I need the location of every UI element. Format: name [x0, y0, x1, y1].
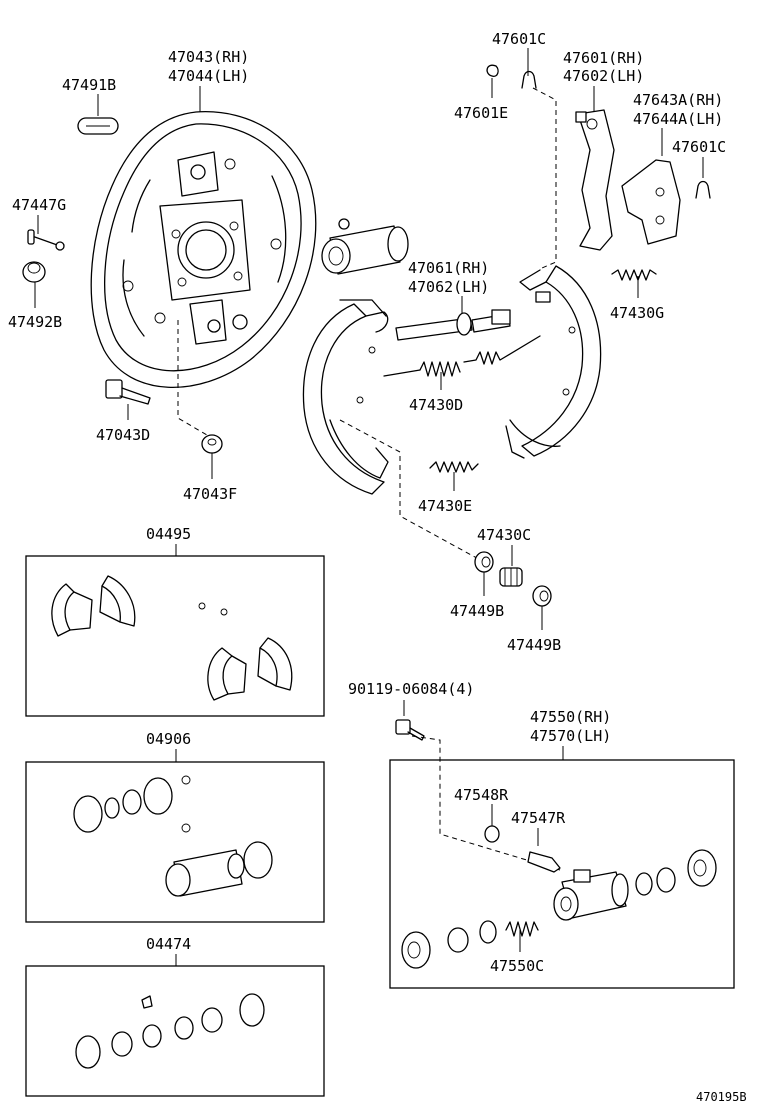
label-kit-shoes[interactable]: 04495	[146, 525, 191, 543]
adjuster-assembly[interactable]	[395, 309, 511, 341]
kit-repair-box	[25, 965, 325, 1097]
cup-right[interactable]	[532, 585, 552, 607]
clip-e-part[interactable]	[486, 64, 499, 77]
label-kit-repair[interactable]: 04474	[146, 935, 191, 953]
grommet-part[interactable]	[22, 261, 46, 283]
label-plate-rh[interactable]: 47643A(RH)	[633, 91, 723, 109]
label-grommet[interactable]: 47492B	[8, 313, 62, 331]
label-spring-e[interactable]: 47430E	[418, 497, 472, 515]
label-adjuster-rh[interactable]: 47061(RH)	[408, 259, 489, 277]
label-cup-right[interactable]: 47449B	[507, 636, 561, 654]
diagram-reference-number: 470195B	[696, 1090, 747, 1104]
kit-repair-illustration[interactable]	[75, 993, 265, 1069]
label-spring-g[interactable]: 47430G	[610, 304, 664, 322]
wheel-cylinder-box	[389, 759, 735, 989]
label-spring-c[interactable]: 47430C	[477, 526, 531, 544]
backing-plate[interactable]	[90, 111, 317, 388]
bolt-part[interactable]	[105, 379, 151, 405]
cylinder-spring-part[interactable]	[505, 921, 539, 937]
label-lever-rh[interactable]: 47601(RH)	[563, 49, 644, 67]
part-labels: 47043(RH) 47044(LH) 47491B 47447G 47492B…	[8, 30, 747, 1104]
bleeder-cap-part[interactable]	[484, 825, 500, 843]
label-clip-c-top[interactable]: 47601C	[492, 30, 546, 48]
kit-shoes-box	[25, 555, 325, 717]
cylinder-bolt-part[interactable]	[395, 719, 425, 741]
kit-cylinder-illustration[interactable]	[73, 775, 273, 897]
label-backing-plate-rh[interactable]: 47043(RH)	[168, 48, 249, 66]
label-lever-lh[interactable]: 47602(LH)	[563, 67, 644, 85]
plug-part[interactable]	[77, 117, 119, 135]
label-plate-lh[interactable]: 47644A(LH)	[633, 110, 723, 128]
label-bleeder-plug[interactable]: 47547R	[511, 809, 566, 827]
wheel-cylinder-body[interactable]	[553, 869, 629, 921]
clip-c-top-part[interactable]	[521, 70, 537, 89]
wheel-cylinder-inner-parts[interactable]	[635, 849, 717, 896]
lever-plate-part[interactable]	[621, 159, 681, 245]
spring-c[interactable]	[499, 567, 523, 587]
bleeder-plug-part[interactable]	[527, 851, 561, 873]
label-nut[interactable]: 47043F	[183, 485, 237, 503]
nut-part[interactable]	[201, 434, 223, 454]
label-backing-plate-lh[interactable]: 47044(LH)	[168, 67, 249, 85]
alignment-lines	[177, 87, 561, 871]
label-bleeder-cap[interactable]: 47548R	[454, 786, 509, 804]
label-pin[interactable]: 47447G	[12, 196, 66, 214]
label-spring-d[interactable]: 47430D	[409, 396, 463, 414]
label-adjuster-lh[interactable]: 47062(LH)	[408, 278, 489, 296]
wheel-cylinder-left-parts[interactable]	[401, 920, 497, 969]
brake-shoe-right[interactable]	[505, 265, 602, 459]
label-cyl-bolt[interactable]: 90119-06084(4)	[348, 680, 474, 698]
clip-c-right-part[interactable]	[695, 180, 711, 199]
label-clip-e[interactable]: 47601E	[454, 104, 508, 122]
brake-shoe-left[interactable]	[302, 299, 389, 495]
label-kit-cylinder[interactable]: 04906	[146, 730, 191, 748]
label-clip-c-right[interactable]: 47601C	[672, 138, 726, 156]
parking-brake-lever[interactable]	[575, 109, 615, 251]
spring-g[interactable]	[611, 269, 657, 281]
label-bolt[interactable]: 47043D	[96, 426, 150, 444]
label-cyl-spring[interactable]: 47550C	[490, 957, 544, 975]
label-plug[interactable]: 47491B	[62, 76, 116, 94]
label-wheel-cyl-lh[interactable]: 47570(LH)	[530, 727, 611, 745]
label-wheel-cyl-rh[interactable]: 47550(RH)	[530, 708, 611, 726]
kit-cylinder-box	[25, 761, 325, 923]
spring-e[interactable]	[429, 461, 479, 473]
wheel-cylinder-upper[interactable]	[321, 218, 409, 275]
spring-d[interactable]	[383, 335, 541, 377]
kit-shoes-illustration[interactable]	[51, 575, 293, 701]
cup-left[interactable]	[474, 551, 494, 573]
label-cup-left[interactable]: 47449B	[450, 602, 504, 620]
pin-part[interactable]	[27, 229, 65, 251]
